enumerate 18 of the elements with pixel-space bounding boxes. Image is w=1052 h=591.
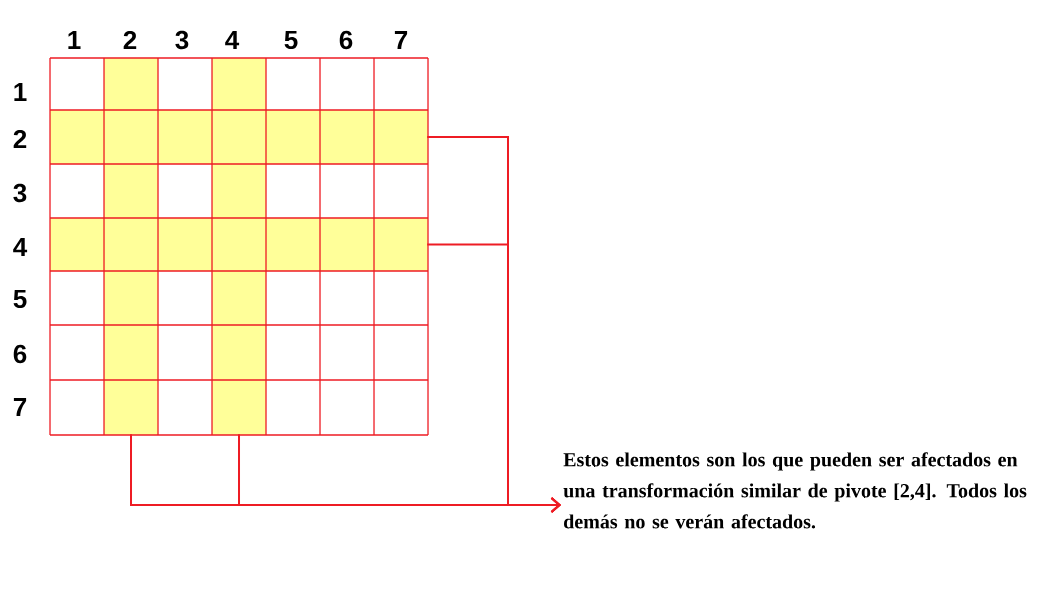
column-number: 5: [284, 30, 298, 50]
column-number: 2: [123, 30, 137, 50]
row-number: 3: [13, 183, 27, 203]
row-number: 1: [14, 83, 27, 101]
highlighted-column: [104, 58, 158, 435]
row-number: 6: [13, 344, 27, 364]
row-number: 2: [13, 129, 27, 149]
column-number: 3: [175, 30, 189, 50]
column-number: 1: [68, 31, 81, 49]
connector-arrow: [238, 434, 561, 513]
row-number: 7: [13, 398, 27, 416]
column-number: 4: [225, 31, 240, 49]
highlighted-column: [212, 58, 266, 435]
column-number: 7: [394, 31, 408, 49]
column-number: 6: [339, 30, 353, 50]
row-number: 5: [13, 289, 27, 309]
note-text: Estos elementos son los que pueden ser afectados en una transformación similar de pivote [2,4]. Todos los demás no se verán afectados.: [563, 452, 1027, 529]
row-number: 4: [13, 238, 28, 256]
